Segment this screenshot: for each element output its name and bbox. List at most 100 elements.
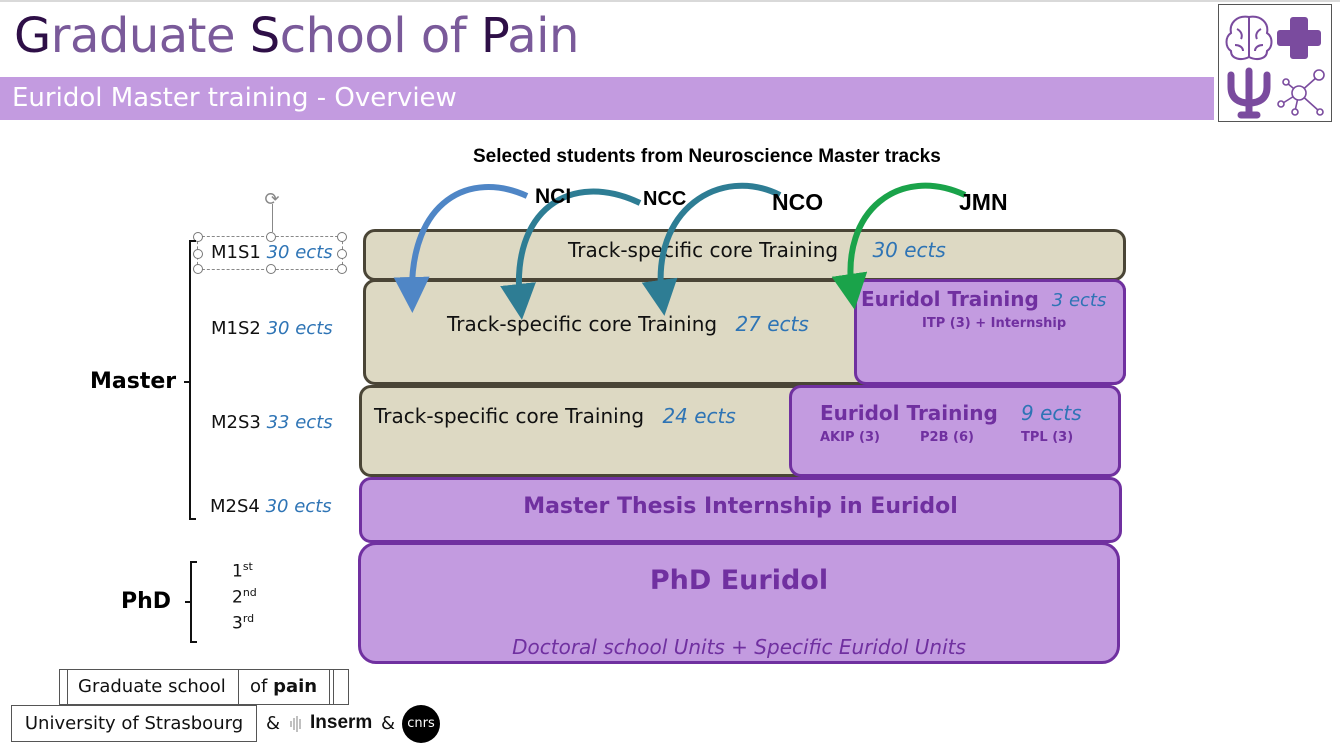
resize-handle[interactable] xyxy=(193,264,203,274)
inserm-logo: Inserm xyxy=(310,712,373,733)
logo-icons xyxy=(1218,4,1332,122)
subtitle: Euridol Master training - Overview xyxy=(12,83,457,113)
year-suffix: rd xyxy=(242,612,255,625)
title-part: P xyxy=(480,8,508,64)
graduate-school-logo: Graduate school of pain xyxy=(59,669,349,705)
year-suffix: nd xyxy=(242,586,257,599)
semester-code: M2S4 xyxy=(210,496,260,517)
semester-m1s1: M1S1 30 ects xyxy=(211,242,333,263)
logo-divider xyxy=(333,670,334,704)
semester-ects: 33 ects xyxy=(266,412,333,433)
resize-handle[interactable] xyxy=(266,232,276,242)
phd-bracket xyxy=(185,561,197,643)
year-number: 3 xyxy=(232,613,243,634)
phd-detail: Doctoral school Units + Specific Euridol… xyxy=(512,635,966,659)
track-ncc: NCC xyxy=(643,188,687,210)
m2s3-core-ects: 24 ects xyxy=(662,404,736,428)
resize-handle[interactable] xyxy=(266,264,276,274)
m2s4-thesis-block xyxy=(359,477,1122,543)
arrow-jmn xyxy=(831,182,967,310)
logo-of: of xyxy=(250,676,274,697)
university-logo: University of Strasbourg xyxy=(11,705,257,742)
title-part: G xyxy=(14,8,51,64)
year-suffix: st xyxy=(242,560,253,573)
year-number: 1 xyxy=(232,561,243,582)
phd-year-2: 2nd xyxy=(232,586,257,608)
phd-group-label: PhD xyxy=(121,589,172,614)
logo-graduate-school: Graduate school xyxy=(78,676,226,697)
m1s2-core-label: Track-specific core Training 27 ects xyxy=(447,312,809,336)
m2s3-core-text: Track-specific core Training xyxy=(374,404,645,428)
m1s2-core-ects: 27 ects xyxy=(735,312,809,336)
rotate-stem xyxy=(272,204,273,232)
page-title: Graduate School of Pain xyxy=(14,8,579,64)
phd-block xyxy=(358,542,1120,664)
subtitle-banner xyxy=(0,77,1214,120)
track-nco: NCO xyxy=(772,189,824,215)
phd-year-1: 1st xyxy=(232,560,253,582)
m2s3-core-label: Track-specific core Training 24 ects xyxy=(374,404,736,428)
resize-handle[interactable] xyxy=(337,249,347,259)
arrow-nci xyxy=(393,184,529,313)
network-icon xyxy=(1277,69,1325,116)
selection-box[interactable] xyxy=(193,232,347,274)
semester-code: M1S1 xyxy=(211,242,261,263)
brain-icon xyxy=(1225,15,1273,60)
year-number: 2 xyxy=(232,587,243,608)
group-brackets xyxy=(184,240,197,643)
arrow-nco xyxy=(641,182,782,316)
logo-of-pain: of pain xyxy=(250,670,317,704)
semester-m2s3: M2S3 33 ects xyxy=(211,412,333,433)
m2s3-unit-akip: AKIP (3) xyxy=(820,430,880,445)
inserm-mark-icon xyxy=(289,716,303,732)
m2s3-euridol-block xyxy=(789,385,1121,477)
semester-m2s4: M2S4 30 ects xyxy=(210,496,332,517)
ampersand: & xyxy=(381,713,396,734)
m1s2-euridol-title: Euridol Training xyxy=(861,287,1039,311)
semester-ects: 30 ects xyxy=(265,496,332,517)
phd-year-3: 3rd xyxy=(232,612,254,634)
cnrs-logo: cnrs xyxy=(402,705,440,743)
m2s4-thesis-label: Master Thesis Internship in Euridol xyxy=(523,494,958,519)
resize-handle[interactable] xyxy=(193,232,203,242)
master-bracket xyxy=(184,240,196,520)
top-rule xyxy=(0,0,1340,2)
rotate-handle-icon[interactable]: ⟳ xyxy=(264,189,280,210)
master-group-label: Master xyxy=(90,369,177,394)
semester-ects: 30 ects xyxy=(266,242,333,263)
semester-code: M1S2 xyxy=(211,318,261,339)
semester-m1s2: M1S2 30 ects xyxy=(211,318,333,339)
m2s3-euridol-ects: 9 ects xyxy=(1021,401,1082,425)
m1s2-euridol-block xyxy=(854,279,1126,385)
title-part: ain xyxy=(507,8,579,64)
phd-label: PhD Euridol xyxy=(649,565,829,596)
m1s2-euridol-label: Euridol Training 3 ects xyxy=(861,287,1106,311)
logo-pain: pain xyxy=(273,676,318,697)
plus-cross-icon xyxy=(1277,17,1321,59)
m1s1-core-text: Track-specific core Training xyxy=(568,238,839,262)
m1s2-euridol-detail: ITP (3) + Internship xyxy=(922,316,1067,331)
psi-icon xyxy=(1227,67,1271,119)
m1s1-core-label: Track-specific core Training 30 ects xyxy=(568,238,946,262)
ampersand: & xyxy=(266,713,281,734)
resize-handle[interactable] xyxy=(337,264,347,274)
semester-ects: 30 ects xyxy=(266,318,333,339)
m2s3-unit-tpl: TPL (3) xyxy=(1021,430,1074,445)
title-part: S xyxy=(249,8,280,64)
resize-handle[interactable] xyxy=(193,249,203,259)
arrow-ncc xyxy=(500,188,642,320)
m1s2-core-text: Track-specific core Training xyxy=(447,312,718,336)
logo-divider xyxy=(67,670,68,704)
title-part: raduate xyxy=(50,8,250,64)
semester-code: M2S3 xyxy=(211,412,261,433)
m1s1-core-ects: 30 ects xyxy=(872,238,946,262)
diagram-heading: Selected students from Neuroscience Mast… xyxy=(473,146,941,167)
resize-handle[interactable] xyxy=(337,232,347,242)
title-part: chool of xyxy=(279,8,481,64)
m2s3-unit-p2b: P2B (6) xyxy=(920,430,974,445)
m1s2-euridol-ects: 3 ects xyxy=(1051,290,1107,311)
logo-divider xyxy=(238,670,239,704)
track-jmn: JMN xyxy=(959,189,1008,215)
logo-divider xyxy=(329,670,330,704)
